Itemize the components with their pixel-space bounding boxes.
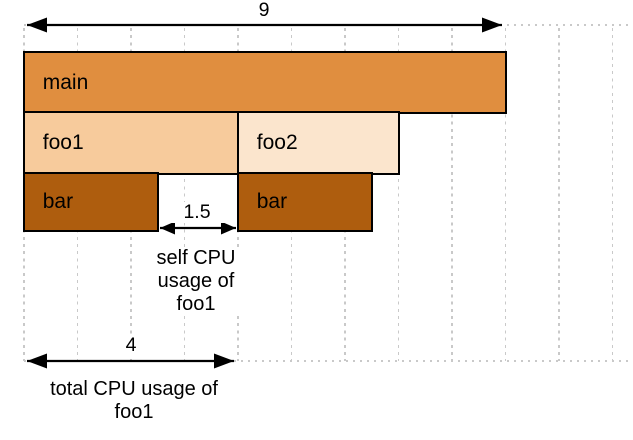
frame-bar-left: bar — [22, 172, 160, 232]
frame-main: main — [22, 51, 508, 114]
grid-line — [504, 28, 507, 361]
grid-line — [451, 28, 453, 361]
bottom-dotted-guide — [24, 360, 632, 362]
self-usage-value: 1.5 — [167, 202, 227, 223]
frame-label: foo2 — [256, 131, 298, 154]
caption-line: foo1 — [176, 293, 216, 315]
frame-label: bar — [256, 190, 288, 213]
caption-line: usage of — [157, 270, 235, 292]
frame-label: foo1 — [42, 131, 84, 154]
caption-line: foo1 — [114, 400, 154, 423]
frame-bar-right: bar — [236, 172, 374, 232]
grid-line — [397, 28, 400, 361]
grid-line — [611, 28, 614, 361]
frame-label: main — [42, 70, 89, 94]
caption-line: total CPU usage of — [50, 378, 218, 400]
frame-foo1: foo1 — [22, 111, 240, 175]
frame-foo2: foo2 — [236, 111, 401, 175]
top-dotted-guide — [24, 24, 632, 26]
total-usage-value: 4 — [111, 335, 151, 356]
total-width-value: 9 — [258, 0, 270, 21]
self-usage-caption: self CPU usage of foo1 — [136, 247, 256, 316]
caption-line: self CPU — [156, 247, 236, 269]
grid-line — [183, 28, 186, 361]
total-usage-caption: total CPU usage of foo1 — [24, 378, 244, 423]
frame-label: bar — [42, 190, 74, 213]
grid-line — [558, 28, 560, 361]
